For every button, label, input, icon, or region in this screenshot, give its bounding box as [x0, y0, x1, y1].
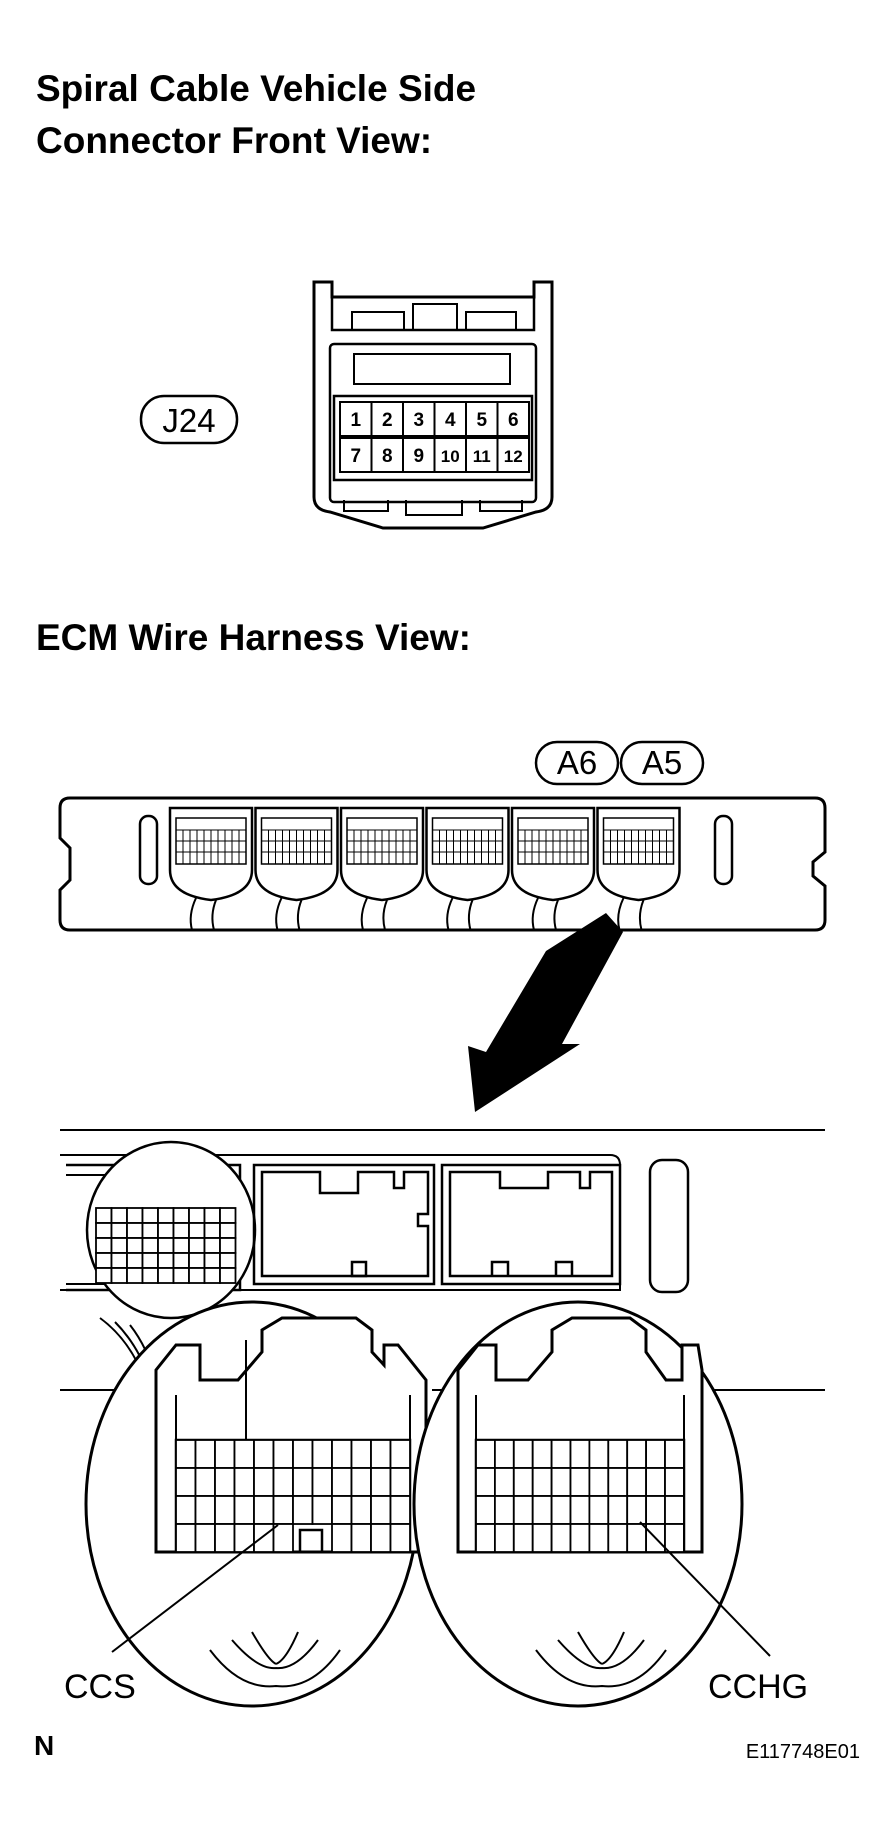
connector-j24-pin: 11 [465, 437, 499, 473]
pin-number: 4 [445, 410, 456, 431]
connector-j24-pin: 12 [496, 437, 530, 473]
connector-j24-pin: 1 [339, 401, 373, 437]
pin-number: 2 [382, 410, 393, 431]
ecm-overview-connector [339, 806, 425, 931]
connector-j24-pin: 2 [370, 401, 404, 437]
pin-number: 10 [441, 447, 460, 466]
ecm-overview-connector [168, 806, 254, 931]
ecm-overview-connector [510, 806, 596, 931]
terminal-ccs-label: CCS [64, 1668, 136, 1706]
ccs-leader-line [111, 1524, 279, 1653]
ecm-overview-connector [596, 806, 681, 931]
connector-j24-label: J24 [139, 394, 239, 445]
figure-code: E117748E01 [745, 1741, 860, 1763]
ecm-overview-connector [425, 806, 510, 931]
ecm-middle-connector-outline [252, 1163, 436, 1286]
connector-j24-pin: 8 [370, 437, 404, 473]
zoom-arrow-icon [468, 913, 623, 1112]
pin-number: 1 [350, 410, 361, 431]
connector-j24-code: J24 [162, 402, 215, 439]
pin-number: 3 [413, 410, 424, 431]
pin-number: 9 [413, 446, 424, 467]
connector-j24-pin: 10 [433, 437, 467, 473]
pin-number: 8 [382, 446, 393, 467]
cchg-leader-line [639, 1521, 771, 1657]
connector-a5-label: A5 [642, 744, 682, 781]
connector-j24 [312, 280, 554, 530]
pin-number: 11 [473, 447, 491, 466]
connector-a5-detail [412, 1300, 744, 1708]
title-ecm-wire-harness: ECM Wire Harness View: [36, 617, 471, 658]
pin-number: 6 [508, 410, 519, 431]
ecm-overview-connector [254, 806, 339, 931]
title-spiral-cable-line1: Spiral Cable Vehicle Side [36, 68, 477, 109]
connector-j24-pin: 4 [433, 401, 467, 437]
connector-j24-pin: 5 [465, 401, 499, 437]
view-mark: N [34, 1730, 55, 1761]
title-spiral-cable-line2: Connector Front View: [36, 120, 433, 161]
pin-number: 7 [350, 446, 361, 467]
connector-j24-pin: 6 [496, 401, 530, 437]
ecm-left-partial-connector [66, 1140, 257, 1381]
pin-number: 12 [504, 447, 523, 466]
ecm-right-connector-outline [440, 1163, 622, 1286]
connector-j24-pin: 7 [339, 437, 373, 473]
terminal-cchg-label: CCHG [708, 1668, 808, 1706]
ecm-overview-connectors [168, 806, 681, 931]
connector-a6-label: A6 [557, 744, 597, 781]
ecm-housing-overview [58, 796, 827, 932]
pin-number: 5 [476, 410, 487, 431]
connector-j24-pin: 3 [402, 401, 436, 437]
ecm-connector-labels: A6 A5 [534, 740, 705, 786]
connector-j24-pin: 9 [402, 437, 436, 473]
connector-a6-detail [84, 1300, 428, 1708]
